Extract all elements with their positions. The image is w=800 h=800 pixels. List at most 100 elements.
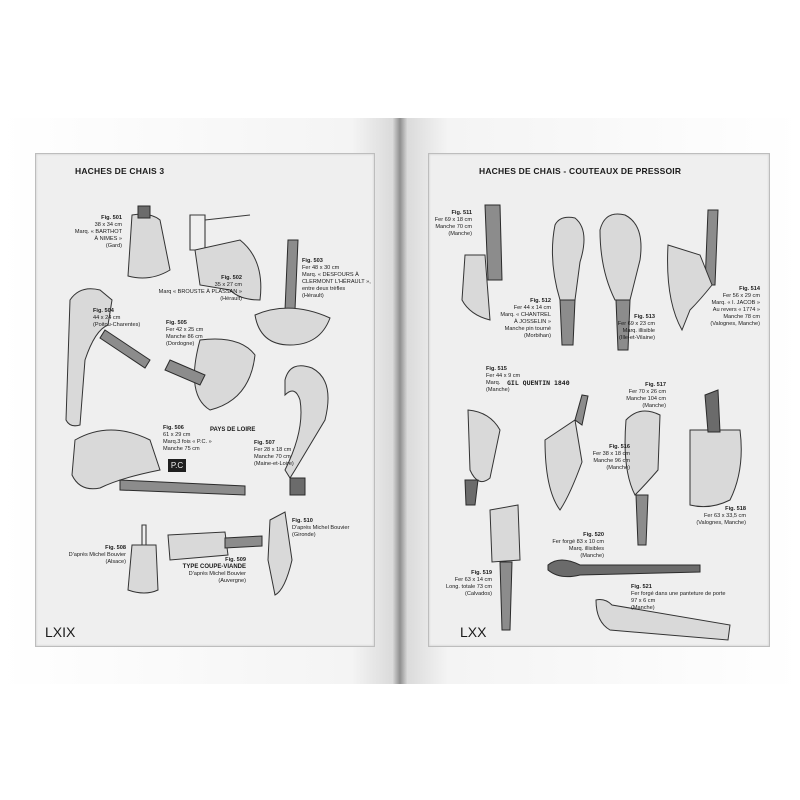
caption-line: (Auvergne) bbox=[218, 578, 246, 584]
fig-number: Fig. 521 bbox=[631, 584, 652, 590]
caption-line: Marq. « CHANTREL bbox=[500, 312, 551, 318]
region-label: PAYS DE LOIRE bbox=[210, 427, 256, 433]
caption-line: (Maine-et-Loire) bbox=[254, 461, 294, 467]
fig-number: Fig. 512 bbox=[530, 298, 551, 304]
marq-label: Marq. bbox=[486, 380, 501, 386]
fig-number: Fig. 506 bbox=[163, 425, 184, 431]
caption-line: À JOSSELIN » bbox=[514, 319, 551, 325]
caption-line: Fer 69 x 18 cm bbox=[434, 217, 472, 223]
caption-line: À NIMES » bbox=[94, 236, 122, 242]
fig-number: Fig. 516 bbox=[609, 444, 630, 450]
caption-fig-501: Fig. 501 38 x 34 cm Marq. « BARTHOT À NI… bbox=[66, 215, 122, 250]
caption-fig-502: Fig. 502 35 x 27 cm Marq « BROUSTE À PLA… bbox=[150, 275, 242, 303]
caption-line: (Poitou-Charentes) bbox=[93, 322, 141, 328]
fig-number: Fig. 508 bbox=[105, 545, 126, 551]
caption-line: Fer 56 x 29 cm bbox=[722, 293, 760, 299]
book-gutter bbox=[392, 118, 408, 684]
caption-line: Fer 44 x 14 cm bbox=[513, 305, 551, 311]
caption-line: 97 x 6 cm bbox=[631, 598, 656, 604]
caption-fig-507: Fig. 507 Fer 28 x 18 cm Manche 70 cm (Ma… bbox=[254, 440, 294, 468]
caption-line: D'après Michel Bouvier bbox=[68, 552, 126, 558]
caption-line: (Gard) bbox=[105, 243, 122, 249]
caption-line: Marq. « DESFOURS À bbox=[302, 272, 359, 278]
caption-line: Fer 69 x 23 cm bbox=[617, 321, 655, 327]
caption-line: (Hérault) bbox=[302, 293, 324, 299]
caption-fig-519: Fig. 519 Fer 63 x 14 cm Long. totale 73 … bbox=[440, 570, 492, 598]
caption-line: Fer 42 x 25 cm bbox=[166, 327, 204, 333]
caption-line: (Dordogne) bbox=[166, 341, 195, 347]
caption-line: (Manche) bbox=[448, 231, 472, 237]
caption-line: Fer 63 x 14 cm bbox=[454, 577, 492, 583]
caption-line: D'après Michel Bouvier bbox=[292, 525, 350, 531]
caption-line: Manche pin tourné bbox=[504, 326, 551, 332]
caption-line: Manche 104 cm bbox=[626, 396, 666, 402]
caption-line: (Valognes, Manche) bbox=[696, 520, 746, 526]
caption-line: (Valognes, Manche) bbox=[710, 321, 760, 327]
caption-fig-516: Fig. 516 Fer 38 x 18 cm Manche 96 cm (Ma… bbox=[582, 444, 630, 472]
caption-fig-515: Fig. 515 Fer 44 x 9 cm Marq. (Manche) bbox=[486, 366, 520, 394]
caption-line: (Manche) bbox=[631, 605, 655, 611]
fig-number: Fig. 511 bbox=[451, 210, 472, 216]
caption-fig-510: Fig. 510 D'après Michel Bouvier (Gironde… bbox=[292, 518, 349, 539]
caption-fig-514: Fig. 514 Fer 56 x 29 cm Marq. « I. JACOB… bbox=[700, 286, 760, 328]
caption-fig-512: Fig. 512 Fer 44 x 14 cm Marq. « CHANTREL… bbox=[495, 298, 551, 340]
caption-line: (Calvados) bbox=[464, 591, 492, 597]
caption-fig-503: Fig. 503 Fer 48 x 30 cm Marq. « DESFOURS… bbox=[302, 258, 371, 300]
caption-line: (Gironde) bbox=[292, 532, 316, 538]
caption-line: Marq. bbox=[486, 380, 520, 387]
caption-line: Manche 86 cm bbox=[166, 334, 203, 340]
caption-line: Marq. illisible bbox=[622, 328, 655, 334]
caption-line: entre deux trèfles bbox=[302, 286, 346, 292]
right-folio: LXX bbox=[460, 624, 487, 640]
caption-fig-504: Fig. 504 44 x 24 cm (Poitou-Charentes) bbox=[93, 308, 140, 329]
fig-number: Fig. 502 bbox=[221, 275, 242, 281]
caption-line: Fer forgé 83 x 10 cm bbox=[552, 539, 604, 545]
caption-line: Fer 28 x 18 cm bbox=[254, 447, 292, 453]
right-page-heading: HACHES DE CHAIS - COUTEAUX DE PRESSOIR bbox=[479, 166, 682, 176]
fig-number: Fig. 504 bbox=[93, 308, 114, 314]
caption-line: Marq.3 fois « P.C. » bbox=[163, 439, 212, 445]
caption-line: (Alsace) bbox=[105, 559, 126, 565]
caption-fig-511: Fig. 511 Fer 69 x 18 cm Manche 70 cm (Ma… bbox=[420, 210, 472, 238]
caption-line: Marq. illisibles bbox=[568, 546, 604, 552]
pc-stamp: P.C bbox=[168, 459, 186, 472]
caption-fig-508: Fig. 508 D'après Michel Bouvier (Alsace) bbox=[60, 545, 126, 566]
caption-line: Manche 70 cm bbox=[435, 224, 472, 230]
caption-line: Marq. « I. JACOB » bbox=[711, 300, 761, 306]
caption-title: TYPE COUPE-VIANDE bbox=[182, 564, 246, 570]
fig-number: Fig. 515 bbox=[486, 366, 507, 372]
fig-number: Fig. 519 bbox=[471, 570, 492, 576]
caption-line: 35 x 27 cm bbox=[214, 282, 242, 288]
caption-line: Marq. « BARTHOT bbox=[74, 229, 122, 235]
caption-line: (Manche) bbox=[486, 387, 510, 393]
handwritten-mark: GIL QUENTIN 1840 bbox=[507, 379, 570, 387]
caption-line: Fer forgé dans une panteture de porte bbox=[631, 591, 726, 597]
caption-line: Manche 78 cm bbox=[723, 314, 760, 320]
caption-line: (Manche) bbox=[606, 465, 630, 471]
caption-line: Au revers « 1774 » bbox=[712, 307, 760, 313]
caption-fig-506: Fig. 506 61 x 29 cm Marq.3 fois « P.C. »… bbox=[163, 425, 212, 453]
caption-line: (Manche) bbox=[580, 553, 604, 559]
caption-line: D'après Michel Bouvier bbox=[188, 571, 246, 577]
left-folio: LXIX bbox=[45, 624, 76, 640]
fig-number: Fig. 520 bbox=[583, 532, 604, 538]
caption-fig-518: Fig. 518 Fer 63 x 33,5 cm (Valognes, Man… bbox=[694, 506, 746, 527]
fig-number: Fig. 517 bbox=[645, 382, 666, 388]
caption-line: (Manche) bbox=[642, 403, 666, 409]
caption-line: (Morbihan) bbox=[523, 333, 551, 339]
caption-line: Manche 75 cm bbox=[163, 446, 200, 452]
caption-line: 61 x 29 cm bbox=[163, 432, 191, 438]
fig-number: Fig. 518 bbox=[725, 506, 746, 512]
caption-line: Fer 70 x 26 cm bbox=[628, 389, 666, 395]
fig-number: Fig. 510 bbox=[292, 518, 313, 524]
caption-fig-520: Fig. 520 Fer forgé 83 x 10 cm Marq. illi… bbox=[548, 532, 604, 560]
caption-line: 44 x 24 cm bbox=[93, 315, 121, 321]
caption-line: Marq « BROUSTE À PLASSAN » bbox=[158, 289, 242, 295]
caption-line: 38 x 34 cm bbox=[94, 222, 122, 228]
caption-fig-517: Fig. 517 Fer 70 x 26 cm Manche 104 cm (M… bbox=[608, 382, 666, 410]
caption-line: Manche 70 cm bbox=[254, 454, 291, 460]
fig-number: Fig. 513 bbox=[634, 314, 655, 320]
caption-line: (Ille-et-Vilaine) bbox=[619, 335, 655, 341]
fig-number: Fig. 503 bbox=[302, 258, 323, 264]
caption-line: Long. totale 73 cm bbox=[445, 584, 492, 590]
